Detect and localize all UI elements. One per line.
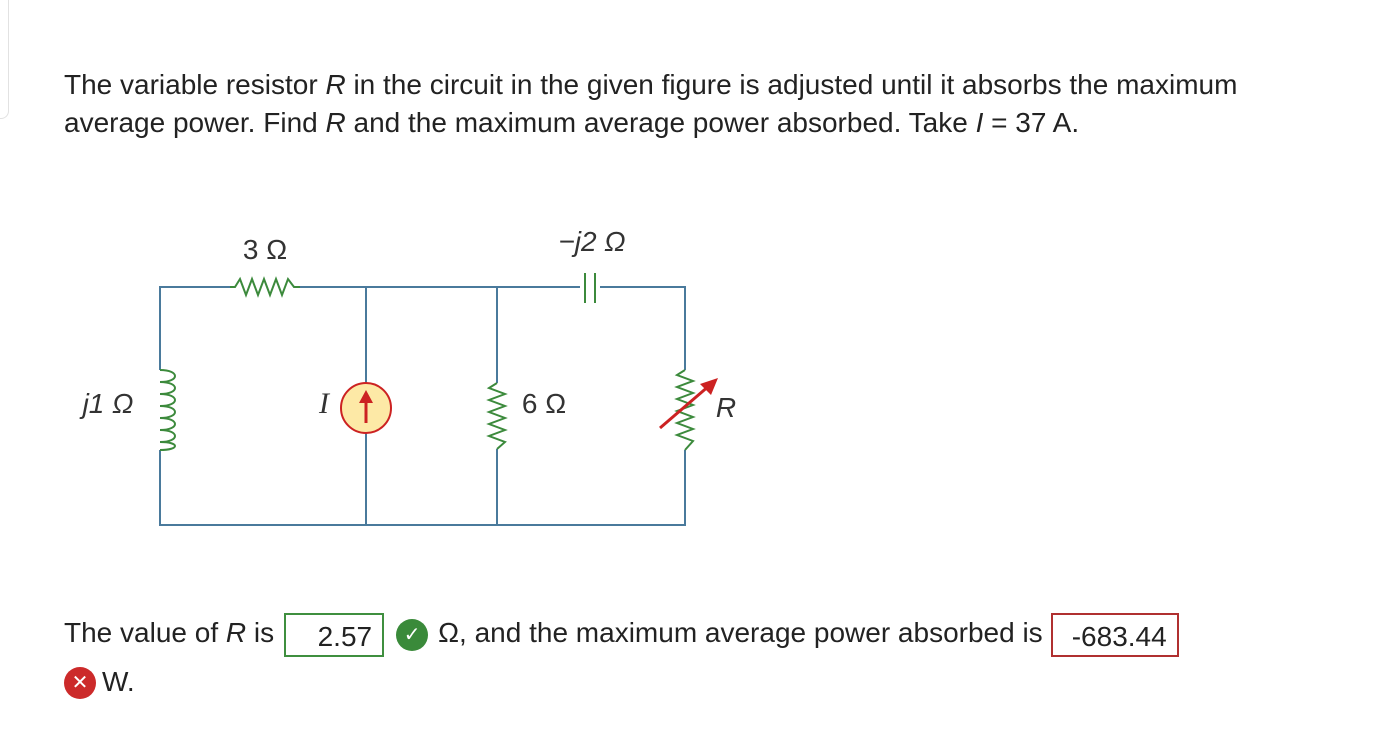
label-minus-j2ohm: −j2 Ω bbox=[558, 226, 625, 257]
answer-mid: Ω, and the maximum average power absorbe… bbox=[438, 617, 1043, 648]
power-answer-field[interactable]: -683.44 bbox=[1050, 612, 1179, 657]
x-circle-icon: ✕ bbox=[64, 667, 96, 700]
variable-resistor-arrow bbox=[659, 378, 718, 430]
circuit-wires bbox=[159, 286, 686, 526]
question-part-3: and the maximum average power absorbed. … bbox=[345, 107, 976, 138]
question-text: The variable resistor R in the circuit i… bbox=[64, 66, 1304, 142]
resistor-6ohm bbox=[486, 382, 508, 450]
question-var-i: I bbox=[975, 107, 984, 138]
circuit-figure: 3 Ω −j2 Ω j1 Ω I 6 Ω R bbox=[70, 215, 770, 545]
label-3ohm: 3 Ω bbox=[243, 234, 287, 265]
resistor-3ohm bbox=[230, 276, 300, 298]
panel-edge bbox=[0, 0, 9, 119]
label-r: R bbox=[716, 392, 736, 423]
circuit-diagram: 3 Ω −j2 Ω j1 Ω I 6 Ω R bbox=[79, 226, 736, 526]
question-var-r: R bbox=[325, 69, 346, 100]
current-source bbox=[340, 382, 392, 434]
question-part-1: The variable resistor bbox=[64, 69, 326, 100]
question-part-4: = 37 A. bbox=[983, 107, 1080, 138]
answer-is: is bbox=[246, 617, 275, 648]
question-var-r2: R bbox=[325, 107, 346, 138]
check-circle-icon: ✓ bbox=[396, 618, 429, 651]
r-answer-field[interactable]: 2.57 bbox=[284, 612, 385, 657]
answer-lead: The value of bbox=[64, 617, 226, 648]
answer-var-r: R bbox=[225, 617, 247, 648]
label-i: I bbox=[318, 387, 331, 420]
answer-unit: W. bbox=[102, 665, 135, 697]
inductor-j1 bbox=[159, 369, 176, 451]
label-j1ohm: j1 Ω bbox=[79, 388, 134, 419]
answer-section: The value of R is 2.57 ✓ Ω, and the maximum… bbox=[64, 610, 1324, 705]
capacitor-j2 bbox=[584, 273, 596, 303]
label-6ohm: 6 Ω bbox=[522, 388, 566, 419]
answer-line-2: ✕W. bbox=[64, 659, 1324, 705]
question-part-2: in the circuit in the given figure is ad… bbox=[64, 69, 1238, 138]
